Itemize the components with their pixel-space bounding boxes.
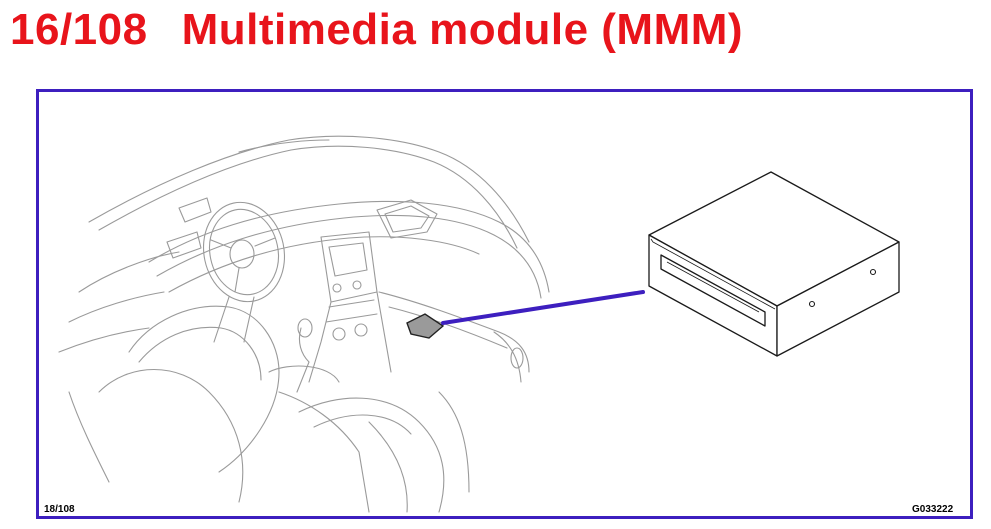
page-reference: 18/108 bbox=[44, 504, 75, 515]
multimedia-module bbox=[648, 171, 900, 357]
steering-wheel bbox=[202, 201, 286, 303]
windshield-outline bbox=[88, 135, 530, 243]
image-code: G033222 bbox=[912, 504, 954, 515]
gear-lever bbox=[296, 327, 310, 393]
page-title: 16/108 Multimedia module (MMM) bbox=[10, 4, 743, 56]
driver-seat bbox=[128, 305, 280, 473]
center-stack bbox=[320, 231, 378, 303]
car-interior-illustration bbox=[58, 135, 900, 513]
mounting-hole-icon bbox=[808, 300, 816, 308]
illustration-frame bbox=[36, 89, 973, 519]
callout-line bbox=[441, 290, 645, 325]
passenger-seat bbox=[298, 397, 445, 513]
module-side-face bbox=[776, 241, 900, 357]
title-text: Multimedia module (MMM) bbox=[181, 5, 744, 54]
mounting-hole-icon bbox=[869, 268, 877, 276]
page-number: 16/108 bbox=[10, 5, 148, 54]
module-location-marker bbox=[406, 313, 445, 339]
dashboard-outline bbox=[148, 200, 550, 293]
